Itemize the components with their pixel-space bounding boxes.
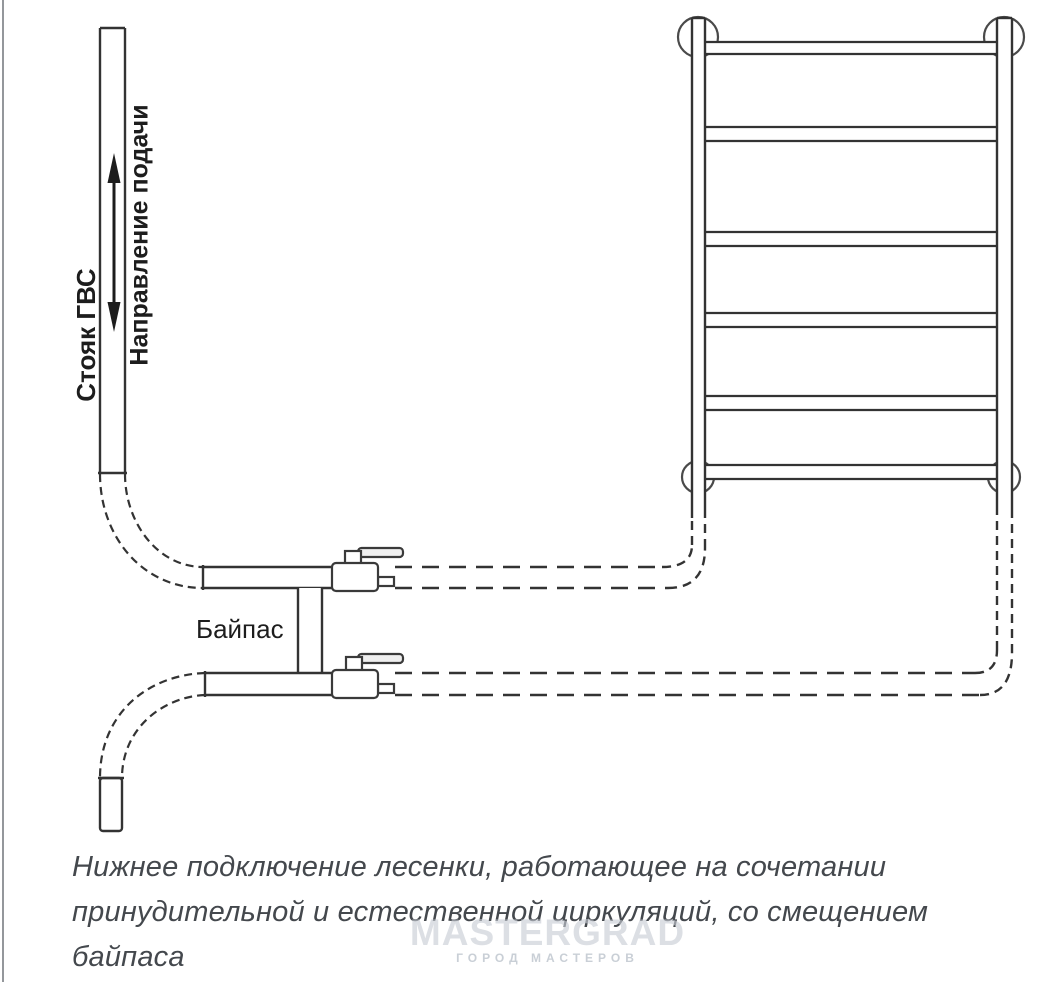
bypass-label: Байпас bbox=[196, 614, 284, 644]
rail-post-left bbox=[690, 16, 707, 518]
return-dashed-line bbox=[395, 510, 1014, 697]
return-end-pipe bbox=[98, 776, 124, 833]
rail-post-right bbox=[995, 16, 1014, 510]
return-elbow bbox=[98, 671, 206, 779]
supply-elbow bbox=[98, 473, 204, 590]
flow-direction-label: Направление подачи bbox=[126, 104, 154, 365]
figure-caption-line1: Нижнее подключение лесенки, работающее н… bbox=[72, 851, 887, 883]
bypass-pipe bbox=[296, 588, 324, 673]
towel-rail bbox=[676, 15, 1026, 518]
rail-rungs bbox=[705, 40, 997, 481]
return-valve bbox=[330, 652, 405, 700]
figure-caption: Нижнее подключение лесенки, работающее н… bbox=[72, 845, 1032, 980]
return-pipe bbox=[203, 671, 334, 697]
flow-direction-arrow-icon bbox=[107, 153, 121, 332]
page-left-border bbox=[2, 0, 4, 982]
wall-mounts bbox=[676, 15, 1026, 495]
supply-dashed-line bbox=[395, 518, 707, 590]
riser-label: Стояк ГВС bbox=[71, 268, 101, 402]
towel-rail-connection-diagram: Стояк ГВС Направление подачи Байпас bbox=[71, 15, 1026, 833]
supply-valve bbox=[330, 546, 405, 593]
supply-valve-handle-icon bbox=[356, 546, 405, 559]
figure-caption-line2: принудительной и естественной циркуляций… bbox=[72, 896, 929, 973]
supply-pipe bbox=[201, 565, 334, 590]
return-valve-handle-icon bbox=[356, 652, 405, 665]
